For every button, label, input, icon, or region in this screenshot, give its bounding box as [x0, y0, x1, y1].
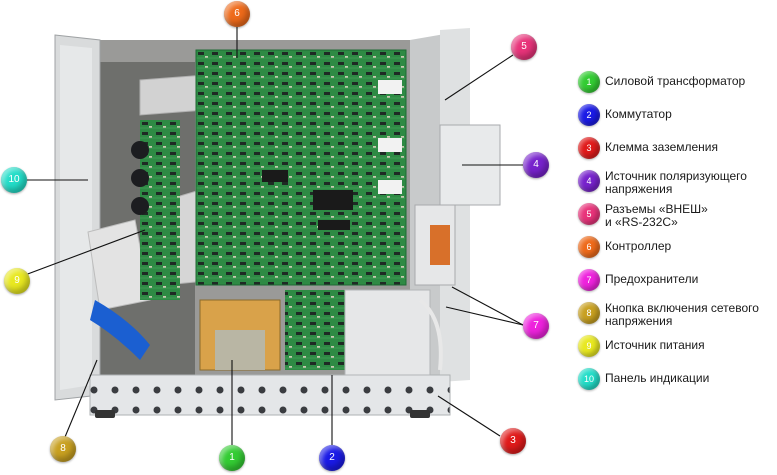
marker-9: 9 — [4, 268, 30, 294]
legend-label-9: Источник питания — [605, 338, 705, 352]
pointer-lines — [24, 27, 524, 445]
legend-label-5: Разъемы «ВНЕШ» и «RS-232C» — [605, 202, 708, 229]
legend-label-6: Контроллер — [605, 239, 672, 253]
legend-dot-1: 1 — [578, 71, 600, 93]
legend-dot-5: 5 — [578, 203, 600, 225]
legend-label-8: Кнопка включения сетевого напряжения — [605, 301, 759, 328]
legend-dot-6: 6 — [578, 236, 600, 258]
legend-label-10: Панель индикации — [605, 371, 710, 385]
legend-dot-2: 2 — [578, 104, 600, 126]
legend-label-1: Силовой трансформатор — [605, 74, 746, 88]
legend-dot-9: 9 — [578, 335, 600, 357]
controller-board — [195, 49, 407, 286]
marker-2: 2 — [319, 445, 345, 471]
legend-label-4: Источник поляризующего напряжения — [605, 169, 747, 196]
legend-dot-10: 10 — [578, 368, 600, 390]
marker-8: 8 — [50, 436, 76, 462]
marker-5: 5 — [511, 34, 537, 60]
marker-10: 10 — [1, 167, 27, 193]
display-board — [131, 120, 180, 300]
legend-label-7: Предохранители — [605, 272, 699, 286]
marker-3: 3 — [500, 428, 526, 454]
legend-label-3: Клемма заземления — [605, 140, 719, 154]
legend-dot-7: 7 — [578, 269, 600, 291]
legend-label-2: Коммутатор — [605, 107, 672, 121]
lower-assembly — [199, 204, 456, 376]
marker-6: 6 — [224, 1, 250, 27]
marker-7: 7 — [523, 313, 549, 339]
marker-1: 1 — [219, 445, 245, 471]
legend-dot-4: 4 — [578, 170, 600, 192]
legend-dot-3: 3 — [578, 137, 600, 159]
legend-dot-8: 8 — [578, 302, 600, 324]
marker-4: 4 — [523, 152, 549, 178]
